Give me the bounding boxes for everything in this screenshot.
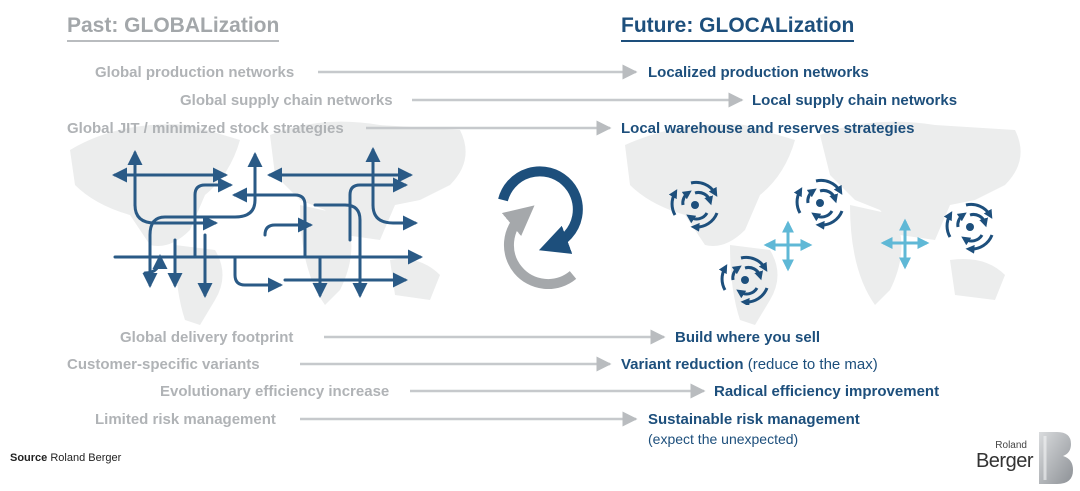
future-item-supply-chain: Local supply chain networks — [752, 92, 958, 109]
four-way-arrow-icon — [763, 220, 813, 272]
future-item-delivery: Build where you sell — [675, 329, 821, 346]
future-item-risk-subtitle: (expect the unexpected) — [648, 431, 799, 447]
source-note: Source Roland Berger — [10, 452, 122, 464]
past-item-risk: Limited risk management — [95, 411, 276, 428]
network-arrows-icon — [112, 147, 423, 298]
past-item-production: Global production networks — [95, 64, 295, 81]
swirl-icon — [668, 180, 719, 232]
past-item-efficiency: Evolutionary efficiency increase — [160, 383, 390, 400]
local-network-graphic — [668, 178, 994, 305]
past-item-stock: Global JIT / minimized stock strategies — [67, 120, 344, 137]
future-item-risk: Sustainable risk management — [648, 411, 860, 428]
past-item-variants: Customer-specific variants — [67, 356, 260, 373]
swirl-icon — [943, 202, 994, 254]
brand-b-icon — [1039, 432, 1073, 484]
swirl-icon — [718, 255, 769, 305]
future-item-efficiency: Radical efficiency improvement — [714, 383, 940, 400]
future-item-stock: Local warehouse and reserves strategies — [621, 120, 915, 137]
cycle-arrows-icon — [498, 166, 583, 290]
four-way-arrow-icon — [880, 218, 930, 270]
future-item-production: Localized production networks — [648, 64, 869, 81]
past-item-delivery: Global delivery footprint — [120, 329, 294, 346]
swirl-icon — [793, 178, 844, 230]
past-item-supply-chain: Global supply chain networks — [180, 92, 393, 109]
future-heading: Future: GLOCALization — [621, 14, 855, 42]
future-item-variants: Variant reduction (reduce to the max) — [621, 356, 878, 373]
past-heading: Past: GLOBALization — [67, 14, 280, 42]
roland-berger-logo: Roland Berger — [965, 432, 1075, 484]
